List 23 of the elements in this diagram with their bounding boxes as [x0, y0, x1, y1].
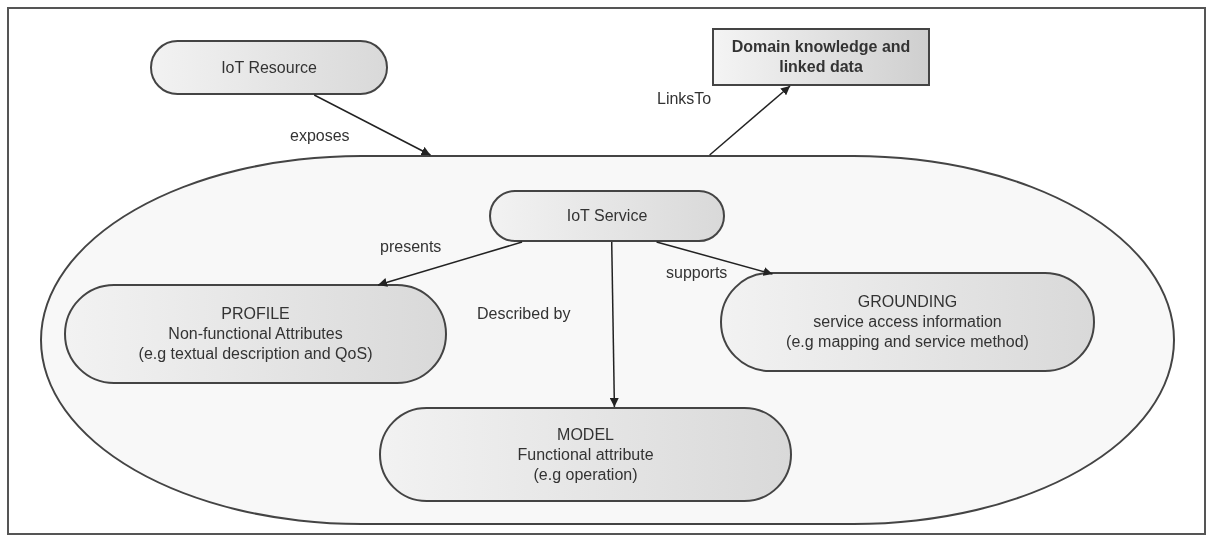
arrow — [708, 85, 791, 156]
arrow — [655, 241, 774, 276]
node-title: IoT Resource — [221, 57, 317, 78]
node-text: Functional attribute — [517, 444, 654, 465]
arrow — [609, 241, 619, 408]
edge-label: Described by — [475, 305, 573, 323]
node-title: MODEL — [557, 424, 614, 445]
node-text: (e.g mapping and service method) — [786, 332, 1029, 352]
node-text: (e.g operation) — [533, 464, 638, 485]
rounded-node — [150, 40, 388, 95]
arrow — [313, 94, 432, 156]
arrow — [377, 241, 523, 287]
process-box — [712, 28, 930, 86]
rounded-node — [489, 190, 725, 242]
node-text: Non-functional Attributes — [168, 324, 343, 344]
node-title: IoT Service — [566, 206, 648, 226]
node-title: Domain knowledge and linked data — [730, 37, 912, 77]
edge-label: presents — [378, 238, 444, 256]
node-text: (e.g textual description and QoS) — [138, 344, 373, 364]
node-title: GROUNDING — [857, 292, 958, 312]
node-title: PROFILE — [221, 304, 290, 324]
edge-label: supports — [664, 264, 730, 282]
node-text: service access information — [813, 312, 1002, 332]
